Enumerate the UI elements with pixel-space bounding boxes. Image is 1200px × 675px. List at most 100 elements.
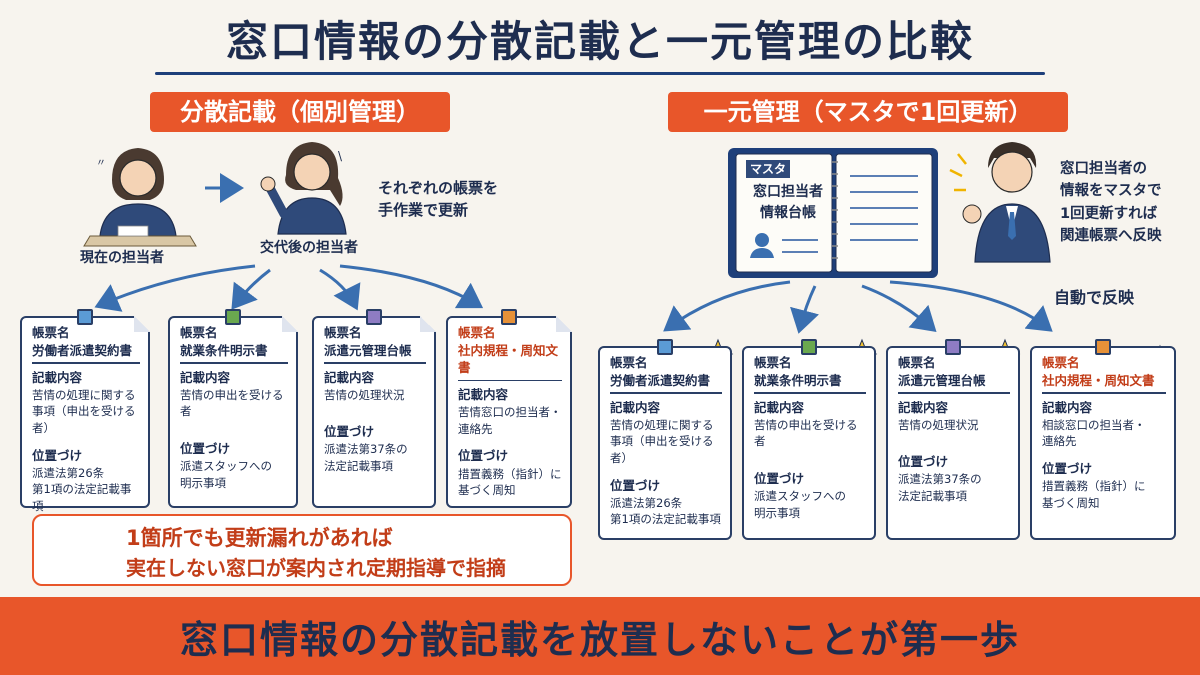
card-position-line: 第1項の法定記載事項 [610, 512, 721, 527]
svg-text:\: \ [338, 149, 343, 163]
card-doc-name: 派遣元管理台帳 [898, 372, 986, 388]
card-doc-label: 帳票名 [754, 355, 792, 370]
left-distribution-arrows [94, 264, 484, 312]
card-position-line: 措置義務（指針）に [458, 466, 562, 481]
card-content-line: 事項（申出を受ける者） [610, 434, 714, 465]
card-color-tab [366, 309, 382, 325]
card-content-label: 記載内容 [32, 369, 83, 385]
card-position-line: 基づく周知 [458, 483, 516, 498]
card-color-tab [801, 339, 817, 355]
card-doc-label: 帳票名 [180, 325, 218, 340]
card-divider [754, 392, 866, 394]
card-content-line: 苦情窓口の担当者・ [458, 405, 562, 420]
left-card-4: 帳票名 社内規程・周知文書 記載内容 苦情窓口の担当者・ 連絡先 位置づけ 措置… [446, 309, 572, 508]
left-card-2: 帳票名 就業条件明示書 記載内容 苦情の申出を受ける者 位置づけ 派遣スタッフへ… [168, 309, 298, 508]
card-position-line: 明示事項 [754, 505, 800, 520]
card-doc-label: 帳票名 [32, 325, 70, 340]
right-card-1: 帳票名 労働者派遣契約書 記載内容 苦情の処理に関する 事項（申出を受ける者） … [598, 339, 732, 540]
svg-text:〃: 〃 [96, 158, 106, 169]
card-color-tab [945, 339, 961, 355]
card-position-line: 措置義務（指針）に [1042, 479, 1146, 494]
master-tag: マスタ [749, 162, 786, 176]
next-person-illustration: \ [260, 142, 347, 235]
card-position-line: 派遣スタッフへの [180, 459, 272, 474]
page-title: 窓口情報の分散記載と一元管理の比較 [225, 17, 974, 66]
auto-reflect-label: 自動で反映 [1054, 288, 1135, 307]
card-position-label: 位置づけ [610, 477, 661, 493]
card-content-line: 苦情の処理状況 [324, 387, 405, 402]
card-position-label: 位置づけ [324, 424, 375, 440]
card-content-line: 苦情の申出を受ける者 [754, 417, 858, 449]
card-doc-name: 派遣元管理台帳 [324, 342, 412, 358]
card-divider [180, 362, 288, 364]
right-distribution-arrows [663, 280, 1053, 334]
card-content-label: 記載内容 [1042, 399, 1093, 415]
card-content-label: 記載内容 [180, 369, 231, 385]
right-card-3: 帳票名 派遣元管理台帳 記載内容 苦情の処理状況 位置づけ 派遣法第37条の 法… [886, 339, 1020, 540]
footer-message: 窓口情報の分散記載を放置しないことが第一歩 [179, 618, 1020, 662]
card-position-label: 位置づけ [754, 470, 805, 486]
title-underline [155, 72, 1045, 75]
page-fold [420, 316, 436, 332]
card-position-line: 第1項の法定記載事項 [32, 482, 132, 514]
card-content-line: 事項（申出を受ける者） [32, 404, 136, 435]
current-person-illustration: 〃 [83, 148, 197, 247]
card-position-label: 位置づけ [32, 447, 83, 463]
card-color-tab [657, 339, 673, 355]
card-doc-name: 労働者派遣契約書 [32, 342, 133, 358]
card-doc-label: 帳票名 [898, 355, 936, 370]
right-note-line-3: 1回更新すれば [1060, 205, 1158, 222]
card-doc-name: 就業条件明示書 [180, 342, 268, 358]
card-position-label: 位置づけ [1042, 460, 1093, 476]
card-position-line: 派遣法第26条 [610, 495, 683, 510]
page-fold [556, 316, 572, 332]
left-note-line-2: 手作業で更新 [378, 200, 469, 219]
card-divider [1042, 392, 1166, 394]
card-position-line: 基づく周知 [1042, 495, 1100, 510]
card-doc-label: 帳票名 [458, 325, 496, 340]
left-note-line-1: それぞれの帳票を [378, 179, 499, 197]
card-color-tab [501, 309, 517, 325]
master-title: 窓口担当者 情報台帳 [744, 182, 832, 224]
right-note-line-2: 情報をマスタで [1060, 183, 1162, 200]
card-doc-name: 社内規程・周知文書 [1042, 372, 1155, 388]
card-content-label: 記載内容 [458, 387, 509, 402]
card-content-label: 記載内容 [610, 399, 661, 415]
left-card-1: 帳票名 労働者派遣契約書 記載内容 苦情の処理に関する 事項（申出を受ける者） … [20, 309, 150, 513]
card-content-line: 苦情の処理に関する [32, 387, 136, 402]
card-position-line: 派遣スタッフへの [754, 489, 846, 504]
card-divider [898, 392, 1010, 394]
card-color-tab [77, 309, 93, 325]
card-content-line: 苦情の処理に関する [610, 417, 714, 432]
card-content-label: 記載内容 [754, 399, 805, 415]
warning-line-1: 1箇所でも更新漏れがあれば [126, 526, 393, 550]
card-content-label: 記載内容 [324, 369, 375, 385]
warning-line-2: 実在しない窓口が案内され定期指導で指摘 [126, 556, 506, 580]
card-content-line: 苦情の申出を受ける者 [180, 387, 284, 419]
right-note-line-1: 窓口担当者の [1060, 161, 1147, 177]
warning-box: 1箇所でも更新漏れがあれば 実在しない窓口が案内され定期指導で指摘 [32, 514, 572, 586]
left-heading: 分散記載（個別管理） [150, 92, 450, 132]
card-doc-name: 労働者派遣契約書 [610, 372, 711, 388]
master-person-illustration [949, 142, 1051, 263]
page-fold [282, 316, 298, 332]
footer-banner: 窓口情報の分散記載を放置しないことが第一歩 [0, 597, 1200, 675]
card-divider [324, 362, 426, 364]
right-card-2: 帳票名 就業条件明示書 記載内容 苦情の申出を受ける者 位置づけ 派遣スタッフへ… [742, 339, 876, 540]
right-heading: 一元管理（マスタで1回更新） [668, 92, 1068, 132]
master-title-line-2: 情報台帳 [760, 205, 816, 221]
card-color-tab [225, 309, 241, 325]
card-divider [610, 392, 722, 394]
card-content-label: 記載内容 [898, 399, 949, 415]
card-position-label: 位置づけ [458, 448, 509, 464]
card-position-line: 法定記載事項 [324, 459, 393, 474]
card-doc-name: 就業条件明示書 [754, 372, 842, 388]
card-content-line: 連絡先 [1042, 434, 1077, 449]
card-divider [458, 379, 562, 381]
card-content-line: 連絡先 [458, 421, 493, 436]
card-doc-label: 帳票名 [1042, 355, 1080, 370]
master-title-line-1: 窓口担当者 [753, 184, 823, 200]
card-color-tab [1095, 339, 1111, 355]
